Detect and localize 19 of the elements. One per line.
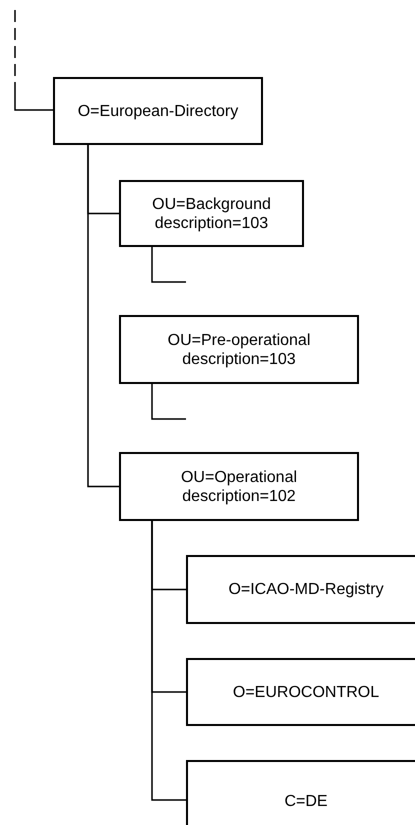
entry-box — [186, 760, 415, 825]
connector-line — [151, 521, 186, 801]
connector-line — [151, 247, 186, 283]
entry-box — [186, 658, 415, 726]
connector-line — [151, 384, 186, 420]
entry-box — [119, 315, 359, 384]
entry-box — [53, 77, 263, 145]
entry-label: OU=Operational description=102 — [180, 468, 298, 506]
entry-label: O=European-Directory — [78, 102, 238, 120]
entry-label: OU=Background description=103 — [151, 194, 272, 232]
entry-box — [186, 555, 415, 624]
entry-label: O=EUROCONTROL — [232, 682, 380, 702]
entry-label: C=DE — [284, 792, 328, 810]
entry-label: OU=Pre-operational description=103 — [166, 330, 312, 368]
entry-box — [119, 180, 304, 247]
connector-line — [14, 10, 53, 111]
entry-box — [119, 452, 359, 521]
entry-label: O=ICAO-MD-Registry — [228, 580, 384, 599]
connector-line — [87, 145, 119, 488]
